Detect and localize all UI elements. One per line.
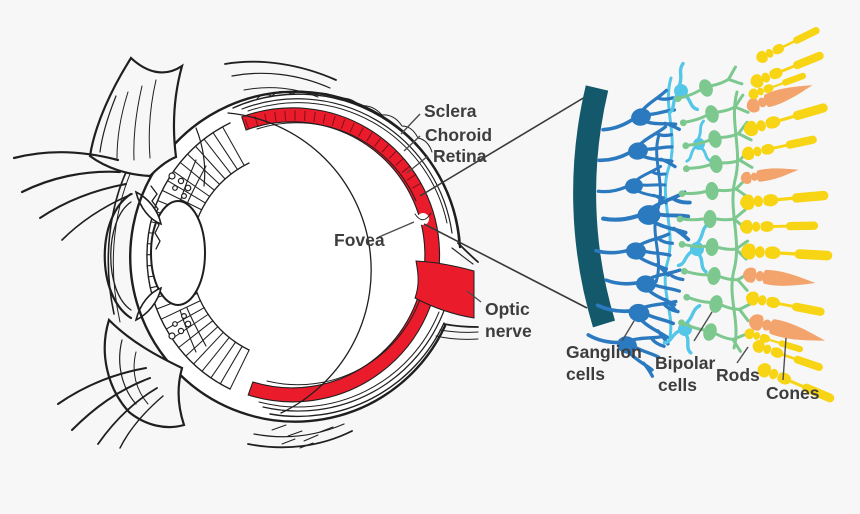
cornea-inner: [110, 201, 132, 311]
retina-inner-line-bottom: [266, 289, 424, 386]
lower-eyelid: [57, 317, 186, 449]
leader-ganglion: [621, 320, 635, 342]
rod-cell: [740, 132, 819, 162]
eye-cross-section: [12, 56, 479, 449]
choroid-line-2: [262, 307, 446, 412]
leader-retina: [406, 155, 429, 174]
choroid-line-4: [258, 311, 440, 408]
label-choroid: Choroid: [425, 125, 492, 145]
leader-cones: [782, 337, 787, 381]
retina-lining-hatching: [244, 110, 422, 189]
ciliary-processes: [168, 172, 192, 340]
label-optic-nerve-line2: nerve: [485, 321, 532, 341]
label-sclera: Sclera: [424, 101, 477, 121]
nerve-sheath-bottom-3: [435, 335, 479, 340]
iris-lower: [134, 286, 163, 322]
label-fovea: Fovea: [334, 230, 385, 250]
label-cones: Cones: [766, 383, 820, 403]
inferior-muscle: [247, 423, 353, 449]
ganglion-cell: [593, 229, 675, 278]
label-rods: Rods: [716, 365, 760, 385]
sclera-inner-edge-bottom: [269, 322, 445, 418]
choroid-line-1: [241, 98, 453, 234]
leader-fovea: [378, 221, 415, 238]
optic-nerve: [414, 260, 475, 319]
leader-optic-nerve: [466, 290, 482, 303]
cornea-outer: [103, 192, 133, 320]
retina-magnified-view: [573, 23, 837, 407]
leader-choroid: [403, 135, 421, 152]
nerve-sheath-bottom-2: [439, 329, 479, 333]
nerve-sheath-top-2: [451, 247, 474, 265]
suspensory-ligaments-lower: [179, 307, 207, 353]
retina-inner-line-top: [256, 122, 417, 202]
bipolar-cell-layer: [670, 65, 754, 353]
choroid-line-3: [247, 102, 448, 224]
magnifier-lines: [419, 93, 591, 309]
rod-cell: [739, 187, 830, 211]
label-bipolar-line1: Bipolar: [655, 353, 715, 373]
lens: [150, 200, 206, 306]
label-bipolar-line2: cells: [658, 375, 697, 395]
ciliary-outer-edge: [146, 122, 231, 390]
retina-red-lining: [241, 107, 441, 403]
leader-sclera: [400, 113, 421, 135]
nerve-sheath-top: [457, 242, 479, 263]
photoreceptor-layer: [739, 23, 837, 407]
leader-bipolar: [693, 311, 713, 342]
annotations: Sclera Choroid Retina Fovea Optic nerve …: [334, 101, 820, 403]
magnifier-line-lower: [423, 223, 588, 309]
fovea-pit-edge: [414, 212, 432, 221]
amacrine-cell: [656, 61, 700, 119]
iris-upper: [134, 190, 163, 226]
cone-cell: [742, 266, 817, 291]
bipolar-cell: [678, 120, 753, 157]
rod-cell: [740, 243, 833, 264]
label-ganglion-line2: cells: [566, 364, 605, 384]
magnifier-line-upper: [419, 93, 591, 197]
eyeball-interior: [130, 91, 460, 421]
sclera-outer-outline: [129, 90, 462, 423]
leader-rods: [736, 346, 749, 364]
superior-muscle: [224, 60, 337, 98]
upper-eyelid: [12, 56, 206, 241]
fovea-pit: [417, 213, 429, 225]
bipolar-cell: [678, 260, 752, 292]
sclera-double-line: [227, 112, 372, 414]
label-optic-nerve-line1: Optic: [485, 299, 530, 319]
rod-cell: [739, 218, 819, 234]
label-retina: Retina: [433, 146, 487, 166]
nerve-sheath-bottom: [443, 323, 479, 328]
retina-band: [573, 85, 616, 328]
bipolar-cell: [676, 177, 750, 205]
label-ganglion-line1: Ganglion: [566, 342, 642, 362]
